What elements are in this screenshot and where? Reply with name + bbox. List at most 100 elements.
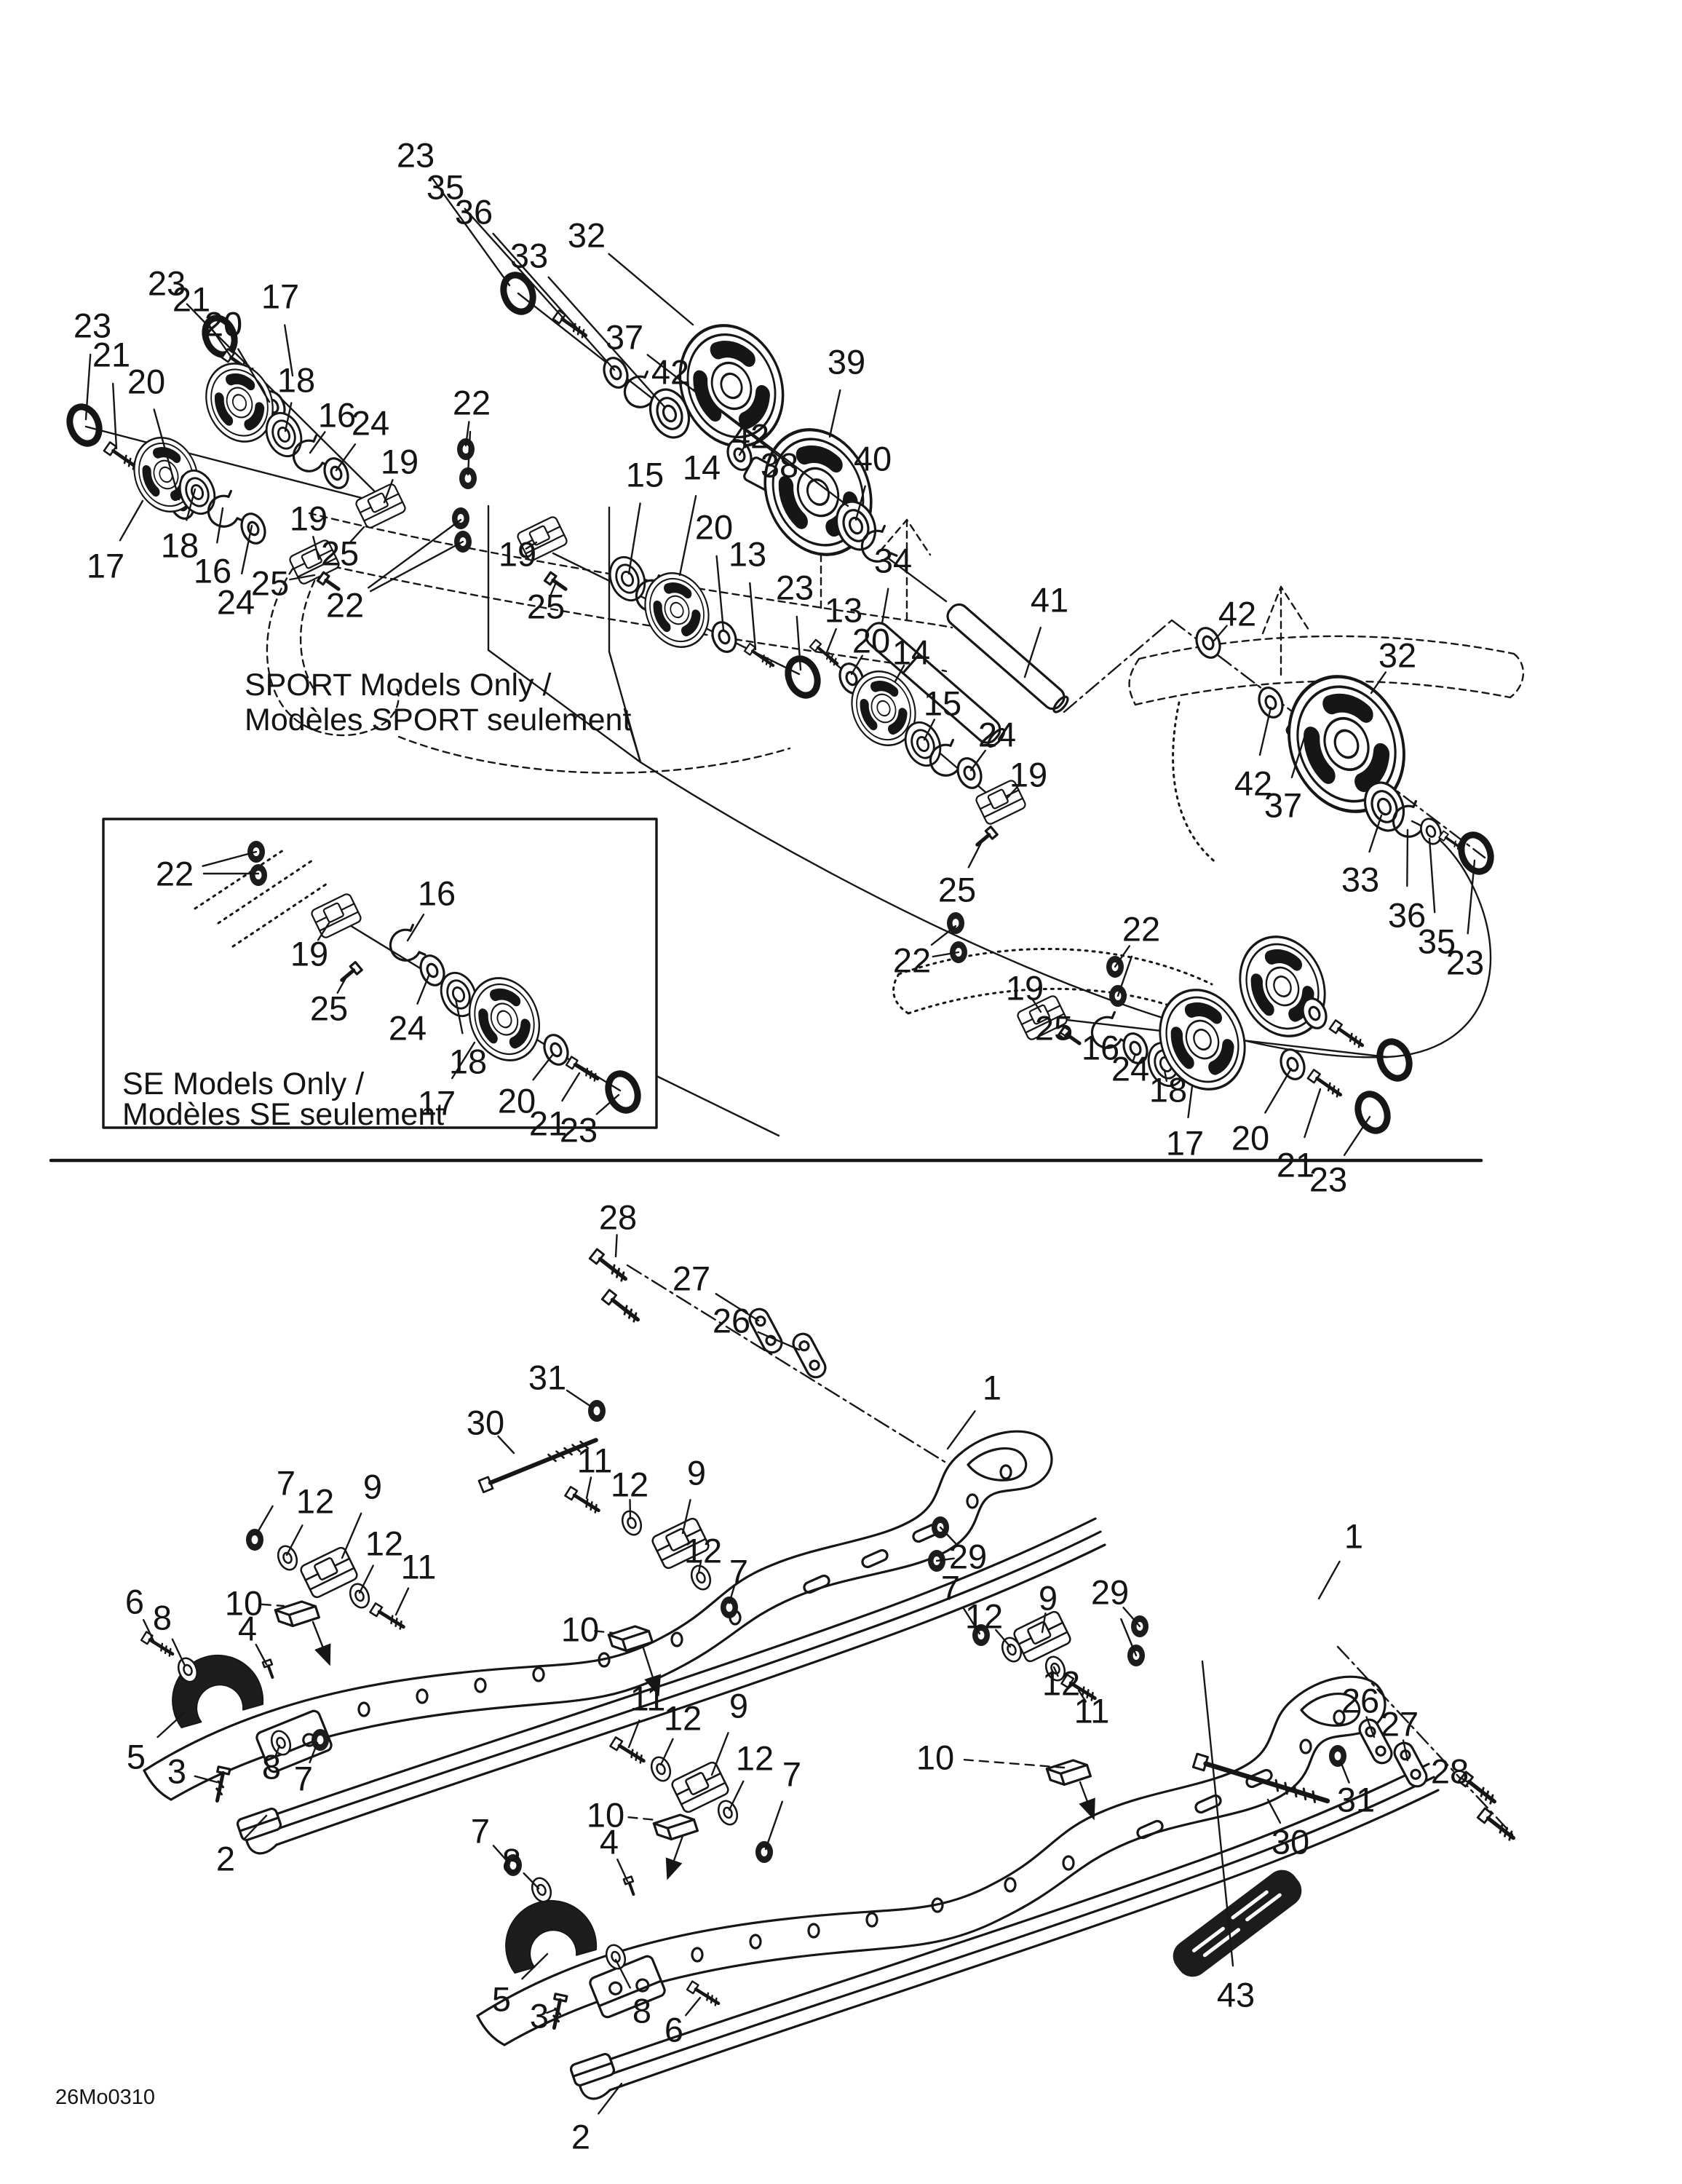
leader-line <box>1317 1560 1341 1600</box>
rail1-front-block <box>141 1527 406 1802</box>
leader-line <box>285 1524 304 1556</box>
leader-line <box>1339 1760 1350 1784</box>
leader-line <box>627 502 641 575</box>
leader-line <box>1266 1798 1282 1824</box>
callout-29: 29 <box>1091 1573 1129 1612</box>
leader-line <box>1304 1088 1322 1139</box>
leader-line <box>1402 1739 1409 1762</box>
callout-23: 23 <box>1309 1160 1347 1199</box>
callout-22: 22 <box>893 941 931 980</box>
callout-19: 19 <box>499 535 536 574</box>
callout-15: 15 <box>924 684 961 723</box>
leader-line <box>585 1476 592 1500</box>
callout-12: 12 <box>1042 1664 1080 1703</box>
callout-16: 16 <box>318 396 356 435</box>
callout-leaders <box>84 178 1479 2115</box>
callout-21: 21 <box>172 280 210 319</box>
leader-line <box>692 388 849 507</box>
track-decal <box>1173 1870 1302 1977</box>
callout-43: 43 <box>1217 1976 1255 2014</box>
leader-line <box>1023 626 1042 678</box>
leader-line <box>202 850 258 867</box>
leader-line <box>1103 1035 1109 1044</box>
leader-line <box>309 1741 319 1764</box>
callout-35: 35 <box>1418 922 1456 961</box>
leader-line <box>994 1629 1012 1648</box>
axle-tubes <box>865 603 1173 748</box>
callout-7: 7 <box>277 1464 295 1503</box>
callout-13: 13 <box>729 535 766 574</box>
leader-line <box>416 973 431 1005</box>
middle-chain-2 <box>810 640 1128 1008</box>
leader-line <box>454 997 464 1034</box>
callout-5: 5 <box>492 1980 511 2019</box>
leader-line <box>629 1498 632 1520</box>
callout-9: 9 <box>687 1454 706 1492</box>
callout-6: 6 <box>125 1583 144 1621</box>
callout-16: 16 <box>1082 1029 1119 1067</box>
callout-16: 16 <box>418 874 456 913</box>
leader-line <box>1467 859 1476 935</box>
callout-3: 3 <box>167 1752 186 1791</box>
callout-17: 17 <box>87 547 124 585</box>
leader-line <box>194 1775 218 1784</box>
callout-16: 16 <box>194 552 231 590</box>
callout-13: 13 <box>825 591 862 630</box>
leader-line <box>935 1557 955 1562</box>
callout-40: 40 <box>854 440 892 478</box>
callout-10: 10 <box>225 1584 263 1623</box>
leader-line <box>894 664 905 683</box>
callout-28: 28 <box>1431 1752 1469 1791</box>
leader-line <box>142 1618 156 1644</box>
callout-1: 1 <box>983 1369 1001 1407</box>
callout-18: 18 <box>277 361 315 400</box>
leader-line <box>1052 1666 1059 1677</box>
leader-line <box>595 1093 620 1115</box>
leader-line <box>681 1499 691 1535</box>
leader-line <box>336 973 349 994</box>
callout-19: 19 <box>1009 756 1047 794</box>
callout-26: 26 <box>713 1302 750 1340</box>
leader-line <box>464 421 470 447</box>
callout-39: 39 <box>828 343 865 381</box>
callout-3: 3 <box>530 1997 549 2035</box>
callout-25: 25 <box>310 989 348 1028</box>
callout-23: 23 <box>776 569 814 607</box>
leader-line <box>678 495 697 577</box>
callout-21: 21 <box>92 336 130 374</box>
callout-8: 8 <box>502 1842 521 1880</box>
rail2-hinge-hardware <box>1126 1614 1517 1843</box>
callout-19: 19 <box>381 443 418 481</box>
callout-31: 31 <box>528 1358 566 1397</box>
callout-2: 2 <box>571 2118 590 2156</box>
leader-line <box>451 1041 476 1080</box>
callout-42: 42 <box>1234 764 1272 803</box>
leader-line <box>932 951 960 958</box>
leader-line <box>616 1859 629 1883</box>
callout-11: 11 <box>1074 1692 1110 1730</box>
callout-24: 24 <box>978 716 1016 754</box>
leader-line <box>946 1410 976 1450</box>
callout-42: 42 <box>651 353 689 392</box>
leader-line <box>284 402 293 432</box>
callout-22: 22 <box>156 855 194 893</box>
leader-line <box>406 914 425 942</box>
callout-36: 36 <box>455 193 493 232</box>
leader-line <box>497 1435 515 1455</box>
callout-22: 22 <box>326 586 364 625</box>
callout-23: 23 <box>74 306 111 345</box>
callout-6: 6 <box>665 2011 683 2049</box>
callout-32: 32 <box>568 216 606 255</box>
leader-line <box>289 574 316 581</box>
leader-line <box>598 2082 623 2115</box>
leader-line <box>796 615 802 671</box>
leader-line <box>764 1800 784 1851</box>
callout-12: 12 <box>365 1524 403 1563</box>
callout-17: 17 <box>1166 1124 1204 1163</box>
callout-17: 17 <box>261 277 299 316</box>
callout-20: 20 <box>1231 1119 1269 1158</box>
leader-line <box>764 470 774 478</box>
callout-25: 25 <box>251 564 289 603</box>
callout-7: 7 <box>729 1553 748 1591</box>
leader-line <box>349 526 365 542</box>
